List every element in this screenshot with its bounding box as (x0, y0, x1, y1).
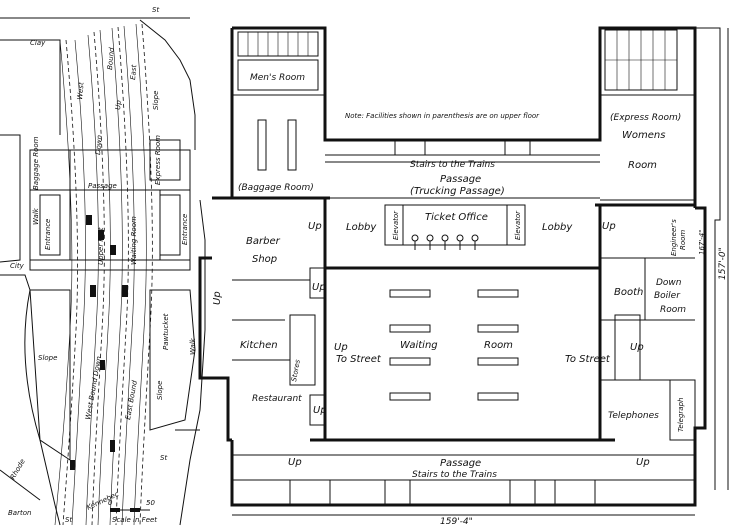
site-track-east: East (129, 64, 138, 80)
up-9: Up (212, 291, 223, 305)
ticket-office: Ticket Office (425, 212, 488, 223)
stores: Stores (290, 359, 302, 383)
site-entrance-left: Entrance (44, 219, 52, 250)
down-boiler-3: Room (660, 305, 686, 315)
street-st-top: St (152, 6, 159, 14)
to-street-right: To Street (565, 354, 611, 365)
elevator-left: Elevator (392, 210, 400, 240)
site-west-bound-down: West Bound Down (84, 356, 103, 421)
site-pawtucket: Pawtucket (162, 313, 170, 350)
lobby-left: Lobby (346, 222, 377, 233)
elevator-right: Elevator (514, 210, 522, 240)
street-barton: Barton (8, 509, 31, 517)
site-upper-part: Upper Part (97, 227, 105, 265)
dim-depth: 157'-0" (718, 247, 728, 280)
up-7: Up (288, 457, 302, 468)
up-4: Up (334, 342, 348, 353)
engineers-1: Engineer's (670, 219, 678, 256)
trucking-passage: (Trucking Passage) (410, 186, 505, 197)
to-street-left: To Street (336, 354, 382, 365)
site-waiting-room: Waiting Room (130, 216, 138, 265)
dim-total: 167'-4" (698, 230, 706, 255)
barber-1: Barber (246, 236, 281, 247)
note-text: Note: Facilities shown in parenthesis ar… (345, 112, 540, 120)
stairs-bottom: Stairs to the Trains (412, 470, 497, 480)
street-walk-left: Walk (32, 207, 40, 225)
street-clay: Clay (30, 39, 46, 47)
kitchen: Kitchen (240, 340, 278, 351)
lobby-right: Lobby (542, 222, 573, 233)
up-6: Up (313, 405, 327, 416)
site-baggage-room: Baggage Room (32, 136, 40, 190)
telegraph: Telegraph (677, 398, 685, 432)
stairs-top: Stairs to the Trains (410, 160, 495, 170)
dim-width: 159'-4" (440, 517, 473, 527)
room: Room (484, 340, 513, 351)
street-st-bottom: St (65, 516, 72, 524)
floor-plan: Note: Facilities shown in parenthesis ar… (198, 26, 729, 527)
site-scale-0: 0 (108, 499, 113, 507)
room-womens-2: Room (628, 160, 657, 171)
restaurant: Restaurant (252, 394, 302, 404)
street-city: City (10, 262, 25, 270)
waiting: Waiting (400, 340, 438, 351)
room-womens-1: Womens (622, 130, 665, 141)
site-scale-50: 50 (146, 499, 155, 507)
site-track-west: West (76, 82, 86, 101)
site-track-bound: Bound (106, 47, 116, 71)
engineers-2: Room (679, 230, 687, 250)
passage-top: Passage (440, 174, 481, 185)
site-slope-right: Slope (156, 381, 164, 400)
site-express-room: Express Room (154, 135, 162, 185)
room-mens: Men's Room (250, 73, 305, 83)
site-entrance-right: Entrance (181, 214, 189, 245)
site-plan: Clay St City Walk Walk Barton St St Rhod… (0, 6, 206, 526)
down-boiler-2: Boiler (654, 291, 681, 301)
site-track-down: Down (94, 135, 104, 155)
booth: Booth (614, 287, 643, 298)
site-slope-top: Slope (152, 91, 160, 110)
street-st-right: St (160, 454, 167, 462)
site-track-up: Up (114, 99, 123, 110)
down-boiler-1: Down (656, 278, 682, 288)
room-express: (Express Room) (610, 113, 681, 123)
room-baggage: (Baggage Room) (238, 183, 314, 193)
up-3: Up (312, 282, 326, 293)
site-east-bound: East Bound (124, 379, 139, 420)
site-slope-left: Slope (38, 354, 57, 362)
up-8: Up (636, 457, 650, 468)
up-2: Up (602, 221, 616, 232)
up-1: Up (308, 221, 322, 232)
street-walk-right: Walk (189, 337, 197, 355)
telephones: Telephones (608, 411, 659, 421)
passage-bottom: Passage (440, 458, 481, 469)
site-passage: Passage (88, 182, 117, 190)
street-rhode: Rhode (9, 458, 27, 481)
site-scale-label: Scale in Feet (112, 516, 157, 524)
barber-2: Shop (252, 254, 277, 265)
up-5: Up (630, 342, 644, 353)
